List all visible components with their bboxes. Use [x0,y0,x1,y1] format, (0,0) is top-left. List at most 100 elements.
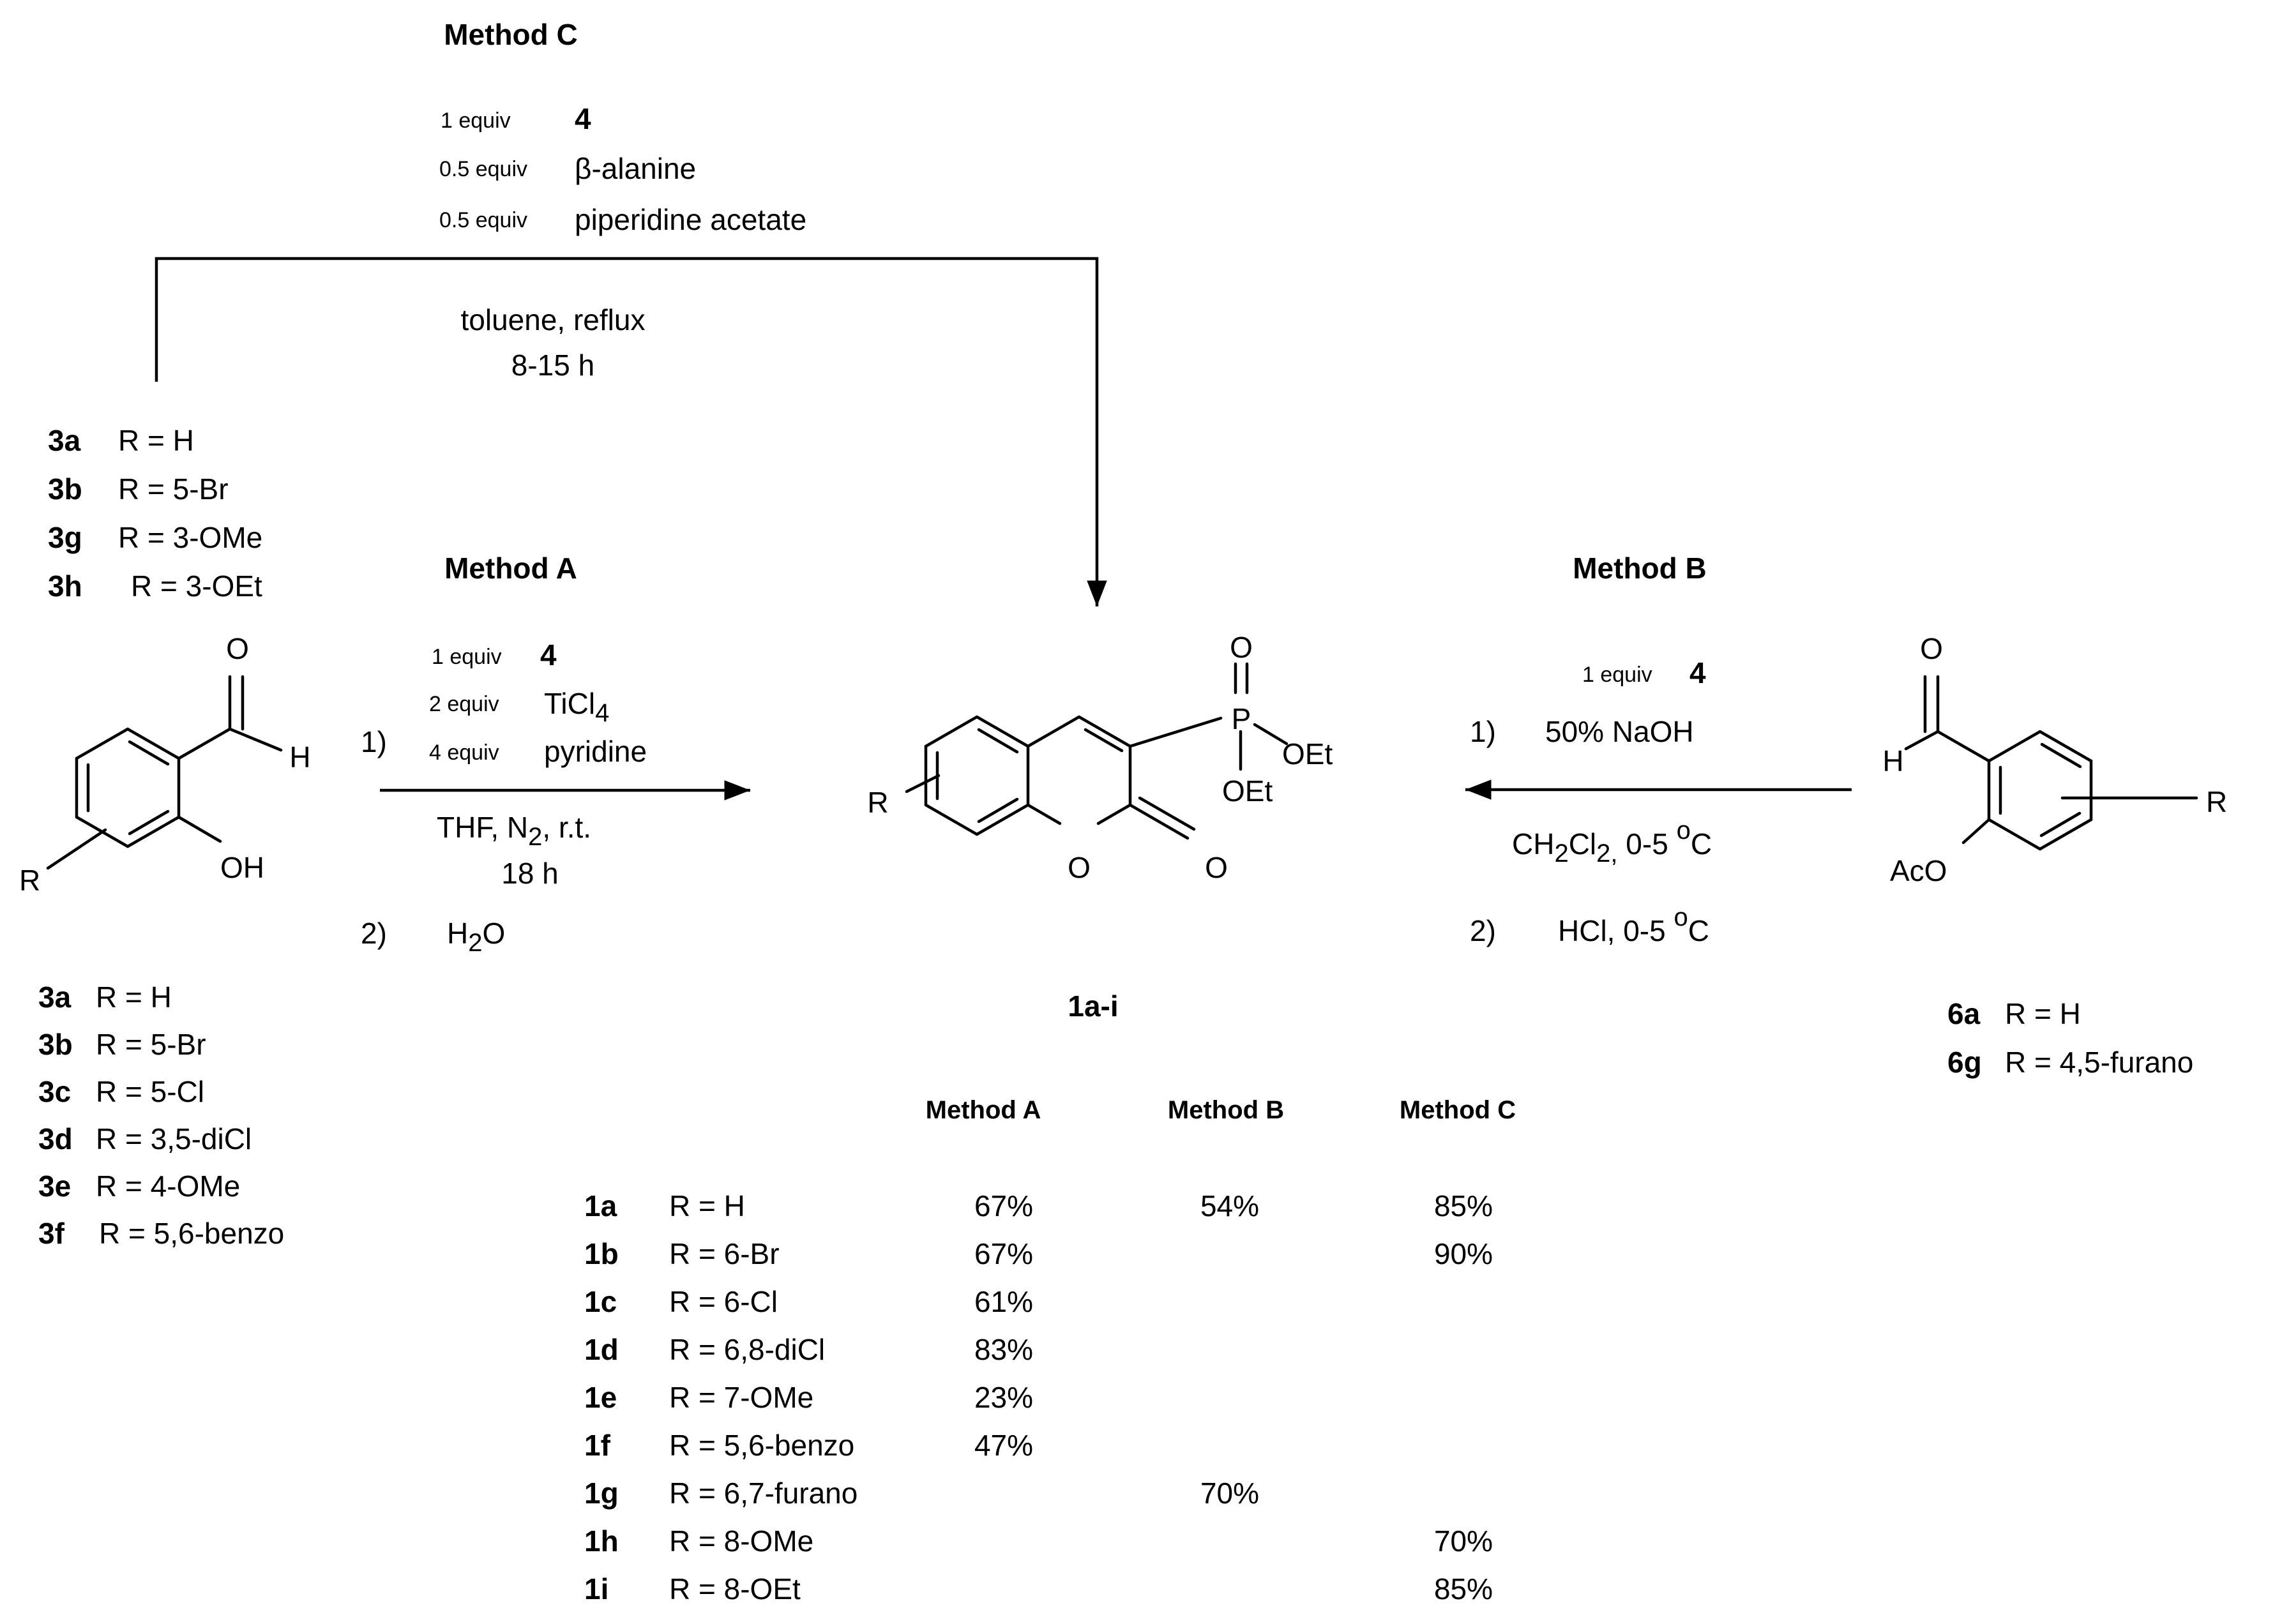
aldehyde-hydrogen-label: H [1882,744,1903,778]
ring-double-bond [2039,811,2082,838]
compound-substituent: R = H [669,1189,745,1222]
compound-id: 1a [584,1189,617,1222]
ring-bond [924,715,979,748]
coumarin-product-structure: R P O OEt OEt O O 1a-i [867,631,1333,1023]
method-a-substrate-r: R = 5-Br [96,1028,206,1061]
method-a-step2-main: H [447,917,468,950]
method-c-substrate-r: R = 3-OMe [118,521,262,554]
method-a-substrate-id: 3f [38,1217,65,1250]
yield-value-method-a: 47% [974,1429,1033,1462]
table-row: 1h R = 8-OMe 70% [584,1524,1493,1558]
aldehyde-hydrogen-label: H [289,741,310,774]
ring-bond [2038,730,2093,763]
compound-id: 1c [584,1285,617,1318]
compound-id: 1h [584,1524,619,1558]
acetoxy-label: AcO [1890,854,1947,887]
method-b-substrate-id: 6a [1947,997,1981,1030]
method-c-reagent1-amount: 1 equiv [441,109,511,133]
method-a-condition-rest: , r.t. [542,811,591,844]
method-b-step2-degree: o [1674,903,1688,931]
method-b-reagent1-amount: 1 equiv [1582,663,1652,687]
method-b-substrate-list: 6a R = H 6g R = 4,5-furano [1947,997,2193,1079]
compound-substituent: R = 6,7-furano [669,1477,858,1510]
compound-substituent: R = 6-Br [669,1237,780,1270]
method-a-block: Method A 1 equiv 4 2 equiv TiCl4 1) 4 eq… [38,552,750,1250]
ring-bond [75,727,130,760]
p-oet-bond [1253,723,1288,746]
method-c-substrate-list: 3a R = H 3b R = 5-Br 3g R = 3-OMe 3h R =… [48,424,262,603]
acetoxy-bond [1961,818,1991,845]
yield-value-method-a: 23% [974,1381,1033,1414]
method-a-reagent1-name: 4 [540,638,557,672]
yield-table-header: Method B [1168,1096,1284,1124]
method-b-condition-main: CH [1512,827,1554,861]
method-a-substrate-id: 3c [38,1075,71,1108]
product-r-label: R [867,786,888,819]
yield-value-method-a: 83% [974,1333,1033,1366]
method-a-title: Method A [444,552,577,585]
method-b-step2-reagent: HCl, 0-5 oC [1558,903,1709,947]
ring-double-bond [977,728,1019,754]
method-a-substrate-r: R = 4-OMe [96,1169,240,1203]
yield-value-method-c: 85% [1434,1189,1493,1222]
ethoxy-label: OEt [1282,737,1333,771]
aldehyde-bond [1936,730,1991,763]
method-a-substrate-list: 3a R = H 3b R = 5-Br 3c R = 5-Cl 3d R = … [38,981,284,1250]
method-a-condition-solvent: THF, N [437,811,528,844]
compound-substituent: R = 8-OMe [669,1524,813,1558]
method-b-condition: CH2Cl2, 0-5 oC [1512,816,1712,868]
method-b-condition-subscript: 2 [1554,839,1568,868]
aldehyde-bond [177,727,232,760]
method-a-substrate-r: R = H [96,981,172,1014]
method-a-reagent2-amount: 2 equiv [429,692,499,716]
method-a-substrate-r: R = 5,6-benzo [99,1217,284,1250]
method-c-condition1: toluene, reflux [461,303,646,336]
aldehyde-h-bond [228,727,283,752]
compound-id: 1f [584,1429,611,1462]
ring-double-bond [128,740,170,766]
method-c-substrate-r: R = H [118,424,194,457]
method-c-reagent3-name: piperidine acetate [575,203,806,236]
yield-value-method-c: 70% [1434,1524,1493,1558]
method-b-reagent1-name: 4 [1689,656,1706,689]
ring-bond [924,803,979,836]
yield-value-method-b: 54% [1200,1189,1259,1222]
hydroxyl-label: OH [220,851,264,884]
method-a-condition-time: 18 h [501,857,559,890]
method-b-substrate-id: 6g [1947,1046,1982,1079]
carbonyl-oxygen-label: O [1205,851,1228,884]
ring-double-bond [2040,742,2082,769]
method-a-substrate-id: 3d [38,1122,73,1155]
c-to-p-bond [1128,716,1223,748]
method-a-step2: 2) [361,917,387,950]
compound-id: 1d [584,1333,619,1366]
compound-id: 1b [584,1237,619,1270]
method-c-substrate-id: 3a [48,424,81,457]
method-b-step2-unit: C [1688,914,1709,947]
ring-bond [1987,730,2042,763]
method-a-substrate-r: R = 3,5-diCl [96,1122,252,1155]
method-b-condition-subscript2: 2, [1596,839,1617,868]
ring-bond [1096,803,1132,825]
yield-table-header: Method C [1400,1096,1516,1124]
ethoxy-label: OEt [1222,774,1273,808]
ring-oxygen-label: O [1068,851,1091,884]
method-b-title: Method B [1573,552,1707,585]
ring-bond [2038,818,2093,851]
yield-value-method-c: 85% [1434,1572,1493,1605]
ring-bond [1077,715,1132,748]
salicylaldehyde-structure: O H OH R [19,632,311,897]
yield-value-method-a: 61% [974,1285,1033,1318]
ring-bond [1026,803,1062,825]
compound-substituent: R = 8-OEt [669,1572,801,1605]
method-c-reagent2-name: β-alanine [575,152,696,185]
method-a-reagent1-amount: 1 equiv [432,645,502,669]
aldehyde-h-bond [1904,730,1940,751]
